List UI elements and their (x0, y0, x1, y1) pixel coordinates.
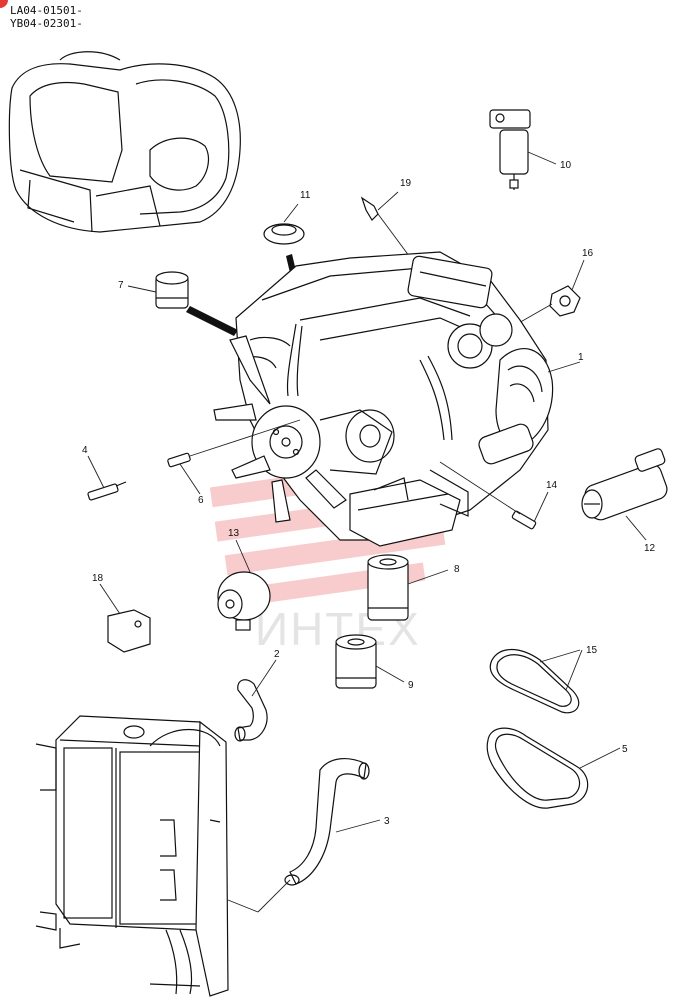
callout-12: 12 (644, 543, 656, 554)
callout-8: 8 (454, 564, 460, 575)
callout-15: 15 (586, 645, 598, 656)
callout-11: 11 (300, 190, 311, 201)
part-1-engine-assembly (213, 251, 581, 547)
part-3-hose (284, 758, 381, 886)
part-2-hose (234, 659, 277, 742)
engine-fan (213, 335, 347, 523)
callout-4: 4 (82, 445, 88, 456)
callout-5: 5 (622, 744, 628, 755)
part-9-fuel-filter (335, 634, 405, 689)
part-16-gasket (509, 259, 585, 329)
callout-labels: 1 2 3 4 5 6 7 8 9 10 11 12 13 14 15 16 1… (82, 160, 656, 827)
part-6-glow-plug (167, 419, 301, 495)
serial-range: LA04-01501- YB04-02301- (10, 4, 83, 30)
callout-10: 10 (560, 160, 572, 171)
callout-6: 6 (198, 495, 204, 506)
callout-3: 3 (384, 816, 390, 827)
part-14-sensor (439, 461, 549, 530)
serial-line-2: YB04-02301- (10, 17, 83, 30)
part-4-glow-plug (87, 455, 127, 501)
machine-overview (8, 51, 241, 233)
callout-19: 19 (400, 178, 412, 189)
part-5-belt (486, 727, 621, 809)
callout-7: 7 (118, 280, 124, 291)
part-8-oil-filter (367, 554, 449, 621)
part-15-belt (489, 648, 583, 714)
radiator (35, 715, 291, 997)
callout-14: 14 (546, 480, 558, 491)
part-18-bracket (99, 583, 151, 653)
corner-mark (0, 0, 8, 8)
callout-16: 16 (582, 248, 594, 259)
part-13-alternator (217, 539, 271, 631)
callout-1: 1 (578, 352, 584, 363)
part-10-fuel-filter (489, 109, 557, 190)
part-7-filter (127, 271, 238, 336)
callout-2: 2 (274, 649, 280, 660)
callout-9: 9 (408, 680, 414, 691)
callout-18: 18 (92, 573, 104, 584)
serial-line-1: LA04-01501- (10, 4, 83, 17)
callout-13: 13 (228, 528, 240, 539)
part-12-starter (581, 448, 668, 541)
